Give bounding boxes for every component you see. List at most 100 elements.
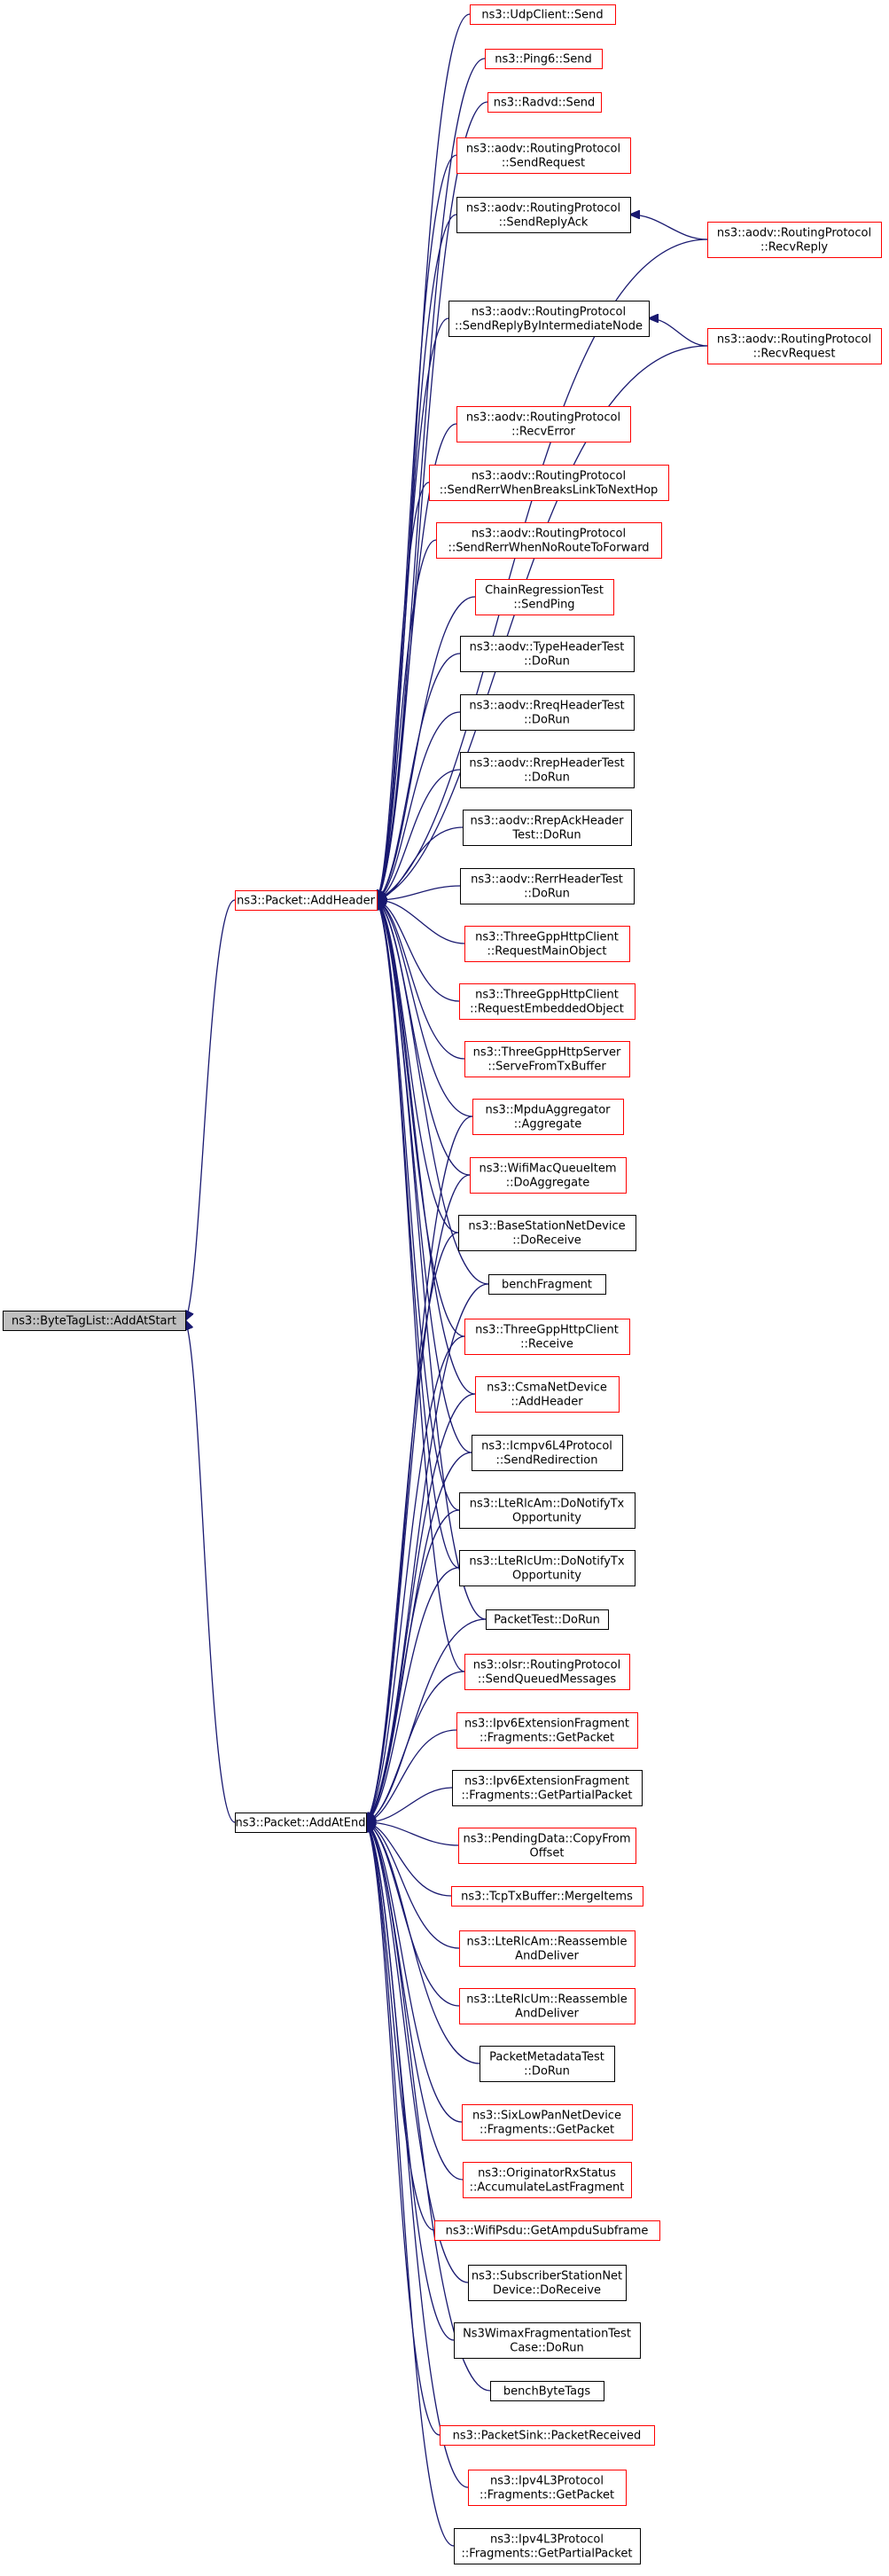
node-tgpp_client_requestembedded[interactable]: ns3::ThreeGppHttpClient::RequestEmbedded… (459, 983, 636, 1020)
node-box (486, 1609, 609, 1630)
node-basestation_doreceive[interactable]: ns3::BaseStationNetDevice::DoReceive (458, 1215, 636, 1251)
node-box (235, 890, 378, 911)
node-label: ns3::aodv::RoutingProtocol (466, 143, 620, 156)
node-label: ns3::Packet::AddHeader (237, 895, 375, 908)
edge-subscriberstation_doreceive-to-addatend (366, 1822, 469, 2283)
node-box (463, 810, 632, 846)
node-aodv_sendrerrbreaks[interactable]: ns3::aodv::RoutingProtocol::SendRerrWhen… (429, 465, 669, 501)
edge-sixlowpan_getpacket-to-addatend (366, 1822, 463, 2123)
node-olsr_sendqueued[interactable]: ns3::olsr::RoutingProtocol::SendQueuedMe… (464, 1654, 630, 1690)
node-packetmetadatatest[interactable]: PacketMetadataTest::DoRun (480, 2046, 615, 2082)
node-radvd_send[interactable]: ns3::Radvd::Send (487, 92, 602, 113)
node-label: ::DoReceive (512, 1234, 581, 1248)
node-label: AndDeliver (515, 2008, 579, 2021)
node-addatend[interactable]: ns3::Packet::AddAtEnd (235, 1813, 367, 1833)
node-wifimacqueueitem_doaggregate[interactable]: ns3::WifiMacQueueItem::DoAggregate (470, 1157, 627, 1194)
edge-aodv_recverror-to-addheader (377, 423, 457, 900)
node-ping6_send[interactable]: ns3::Ping6::Send (485, 49, 603, 69)
node-aodv_sendreplybyintermediate[interactable]: ns3::aodv::RoutingProtocol::SendReplyByI… (448, 301, 650, 337)
node-ipv4l3_getpacket[interactable]: ns3::Ipv4L3Protocol::Fragments::GetPacke… (468, 2470, 627, 2506)
node-aodv_recvreply[interactable]: ns3::aodv::RoutingProtocol::RecvReply (707, 222, 882, 258)
node-packetsink_received[interactable]: ns3::PacketSink::PacketReceived (440, 2425, 655, 2446)
node-ipv6frag_getpartial[interactable]: ns3::Ipv6ExtensionFragment::Fragments::G… (452, 1770, 643, 1806)
node-tgpp_client_receive[interactable]: ns3::ThreeGppHttpClient::Receive (464, 1319, 630, 1355)
node-label: ::SendRedirection (496, 1454, 598, 1468)
node-label: ChainRegressionTest (485, 584, 604, 598)
node-ipv6frag_getpacket[interactable]: ns3::Ipv6ExtensionFragment::Fragments::G… (456, 1712, 638, 1749)
node-tcptxbuffer_mergeitems[interactable]: ns3::TcpTxBuffer::MergeItems (451, 1886, 643, 1907)
edge-benchbytetags-to-addatend (366, 1822, 491, 2392)
node-box (480, 2046, 615, 2082)
node-box (436, 522, 662, 559)
node-aodv_rreqheadertest[interactable]: ns3::aodv::RreqHeaderTest::DoRun (460, 694, 635, 731)
node-icmpv6_sendredirection[interactable]: ns3::Icmpv6L4Protocol::SendRedirection (472, 1435, 623, 1471)
node-chainregression_sendping[interactable]: ChainRegressionTest::SendPing (475, 579, 614, 615)
node-label: AndDeliver (515, 1950, 579, 1963)
node-aodv_rrepheadertest[interactable]: ns3::aodv::RrepHeaderTest::DoRun (460, 752, 635, 788)
node-originatorrx_accumulate[interactable]: ns3::OriginatorRxStatus::AccumulateLastF… (463, 2162, 632, 2198)
node-label: Device::DoReceive (493, 2284, 601, 2298)
node-sixlowpan_getpacket[interactable]: ns3::SixLowPanNetDevice::Fragments::GetP… (462, 2104, 633, 2141)
node-box (429, 465, 669, 501)
edge-aodv_recvreply-to-aodv_sendreplyack (630, 215, 708, 240)
edge-aodv_rrepackheadertest-to-addheader (377, 826, 464, 900)
edge-csma_addheader-to-addheader (377, 900, 476, 1395)
node-udpclient_send[interactable]: ns3::UdpClient::Send (470, 4, 616, 25)
node-label: ::RecvError (511, 426, 575, 439)
node-ipv4l3_getpartial[interactable]: ns3::Ipv4L3Protocol::Fragments::GetParti… (454, 2528, 641, 2564)
node-label: ::SendReplyByIntermediateNode (455, 320, 643, 333)
node-aodv_typeheadertest[interactable]: ns3::aodv::TypeHeaderTest::DoRun (460, 636, 635, 672)
edge-mpdu_aggregate-to-addheader (377, 900, 473, 1117)
edge-tgpp_client_receive-to-addatend (366, 1335, 465, 1822)
node-label: ::Fragments::GetPacket (480, 2489, 614, 2502)
node-aodv_sendrerrnoroute[interactable]: ns3::aodv::RoutingProtocol::SendRerrWhen… (436, 522, 662, 559)
node-label: ::AccumulateLastFragment (470, 2181, 625, 2195)
node-aodv_sendreplyack[interactable]: ns3::aodv::RoutingProtocol::SendReplyAck (456, 197, 631, 233)
node-mpdu_aggregate[interactable]: ns3::MpduAggregator::Aggregate (472, 1099, 624, 1135)
node-label: ::RecvReply (760, 241, 828, 254)
node-box (464, 1319, 630, 1355)
edge-aodv_sendreplybyintermediate-to-addheader (377, 317, 449, 900)
edge-ipv6frag_getpartial-to-addatend (366, 1787, 453, 1822)
node-aodv_recverror[interactable]: ns3::aodv::RoutingProtocol::RecvError (456, 406, 631, 442)
edge-ipv4l3_getpartial-to-addatend (366, 1822, 455, 2547)
node-label: ns3::BaseStationNetDevice (468, 1220, 625, 1233)
edge-aodv_sendrerrbreaks-to-addheader (377, 482, 430, 900)
edge-aodv_rreqheadertest-to-addheader (377, 711, 461, 900)
node-box (454, 2528, 641, 2564)
node-subscriberstation_doreceive[interactable]: ns3::SubscriberStationNetDevice::DoRecei… (468, 2265, 627, 2301)
node-benchfragment[interactable]: benchFragment (488, 1274, 606, 1295)
node-box (459, 1550, 636, 1586)
node-label: ns3::olsr::RoutingProtocol (473, 1659, 621, 1672)
node-label: ns3::ThreeGppHttpClient (475, 931, 619, 944)
node-label: ns3::aodv::TypeHeaderTest (470, 641, 625, 654)
node-aodv_sendrequest[interactable]: ns3::aodv::RoutingProtocol::SendRequest (456, 137, 631, 174)
node-label: ns3::aodv::RoutingProtocol (466, 411, 620, 425)
node-tgpp_server_servefromtx[interactable]: ns3::ThreeGppHttpServer::ServeFromTxBuff… (464, 1041, 630, 1077)
node-aodv_rerrheadertest[interactable]: ns3::aodv::RerrHeaderTest::DoRun (460, 868, 635, 904)
node-label: ns3::TcpTxBuffer::MergeItems (461, 1891, 633, 1904)
node-label: ns3::UdpClient::Send (481, 9, 603, 22)
node-wifipsdu_getampdu[interactable]: ns3::WifiPsdu::GetAmpduSubframe (434, 2220, 660, 2241)
edge-pendingdata_copyfrom-to-addatend (366, 1822, 459, 1846)
node-label: ns3::CsmaNetDevice (487, 1382, 607, 1395)
node-box (459, 983, 636, 1020)
node-benchbytetags[interactable]: benchByteTags (490, 2381, 604, 2401)
edge-aodv_recvrequest-to-aodv_sendreplybyintermediate (649, 318, 708, 347)
node-packettest_dorun[interactable]: PacketTest::DoRun (486, 1609, 609, 1630)
node-box (464, 1041, 630, 1077)
node-addheader[interactable]: ns3::Packet::AddHeader (235, 890, 378, 911)
node-box (460, 636, 635, 672)
node-aodv_recvrequest[interactable]: ns3::aodv::RoutingProtocol::RecvRequest (707, 328, 882, 364)
node-csma_addheader[interactable]: ns3::CsmaNetDevice::AddHeader (475, 1376, 620, 1413)
node-tgpp_client_requestmain[interactable]: ns3::ThreeGppHttpClient::RequestMainObje… (464, 926, 630, 962)
node-box (452, 1770, 643, 1806)
